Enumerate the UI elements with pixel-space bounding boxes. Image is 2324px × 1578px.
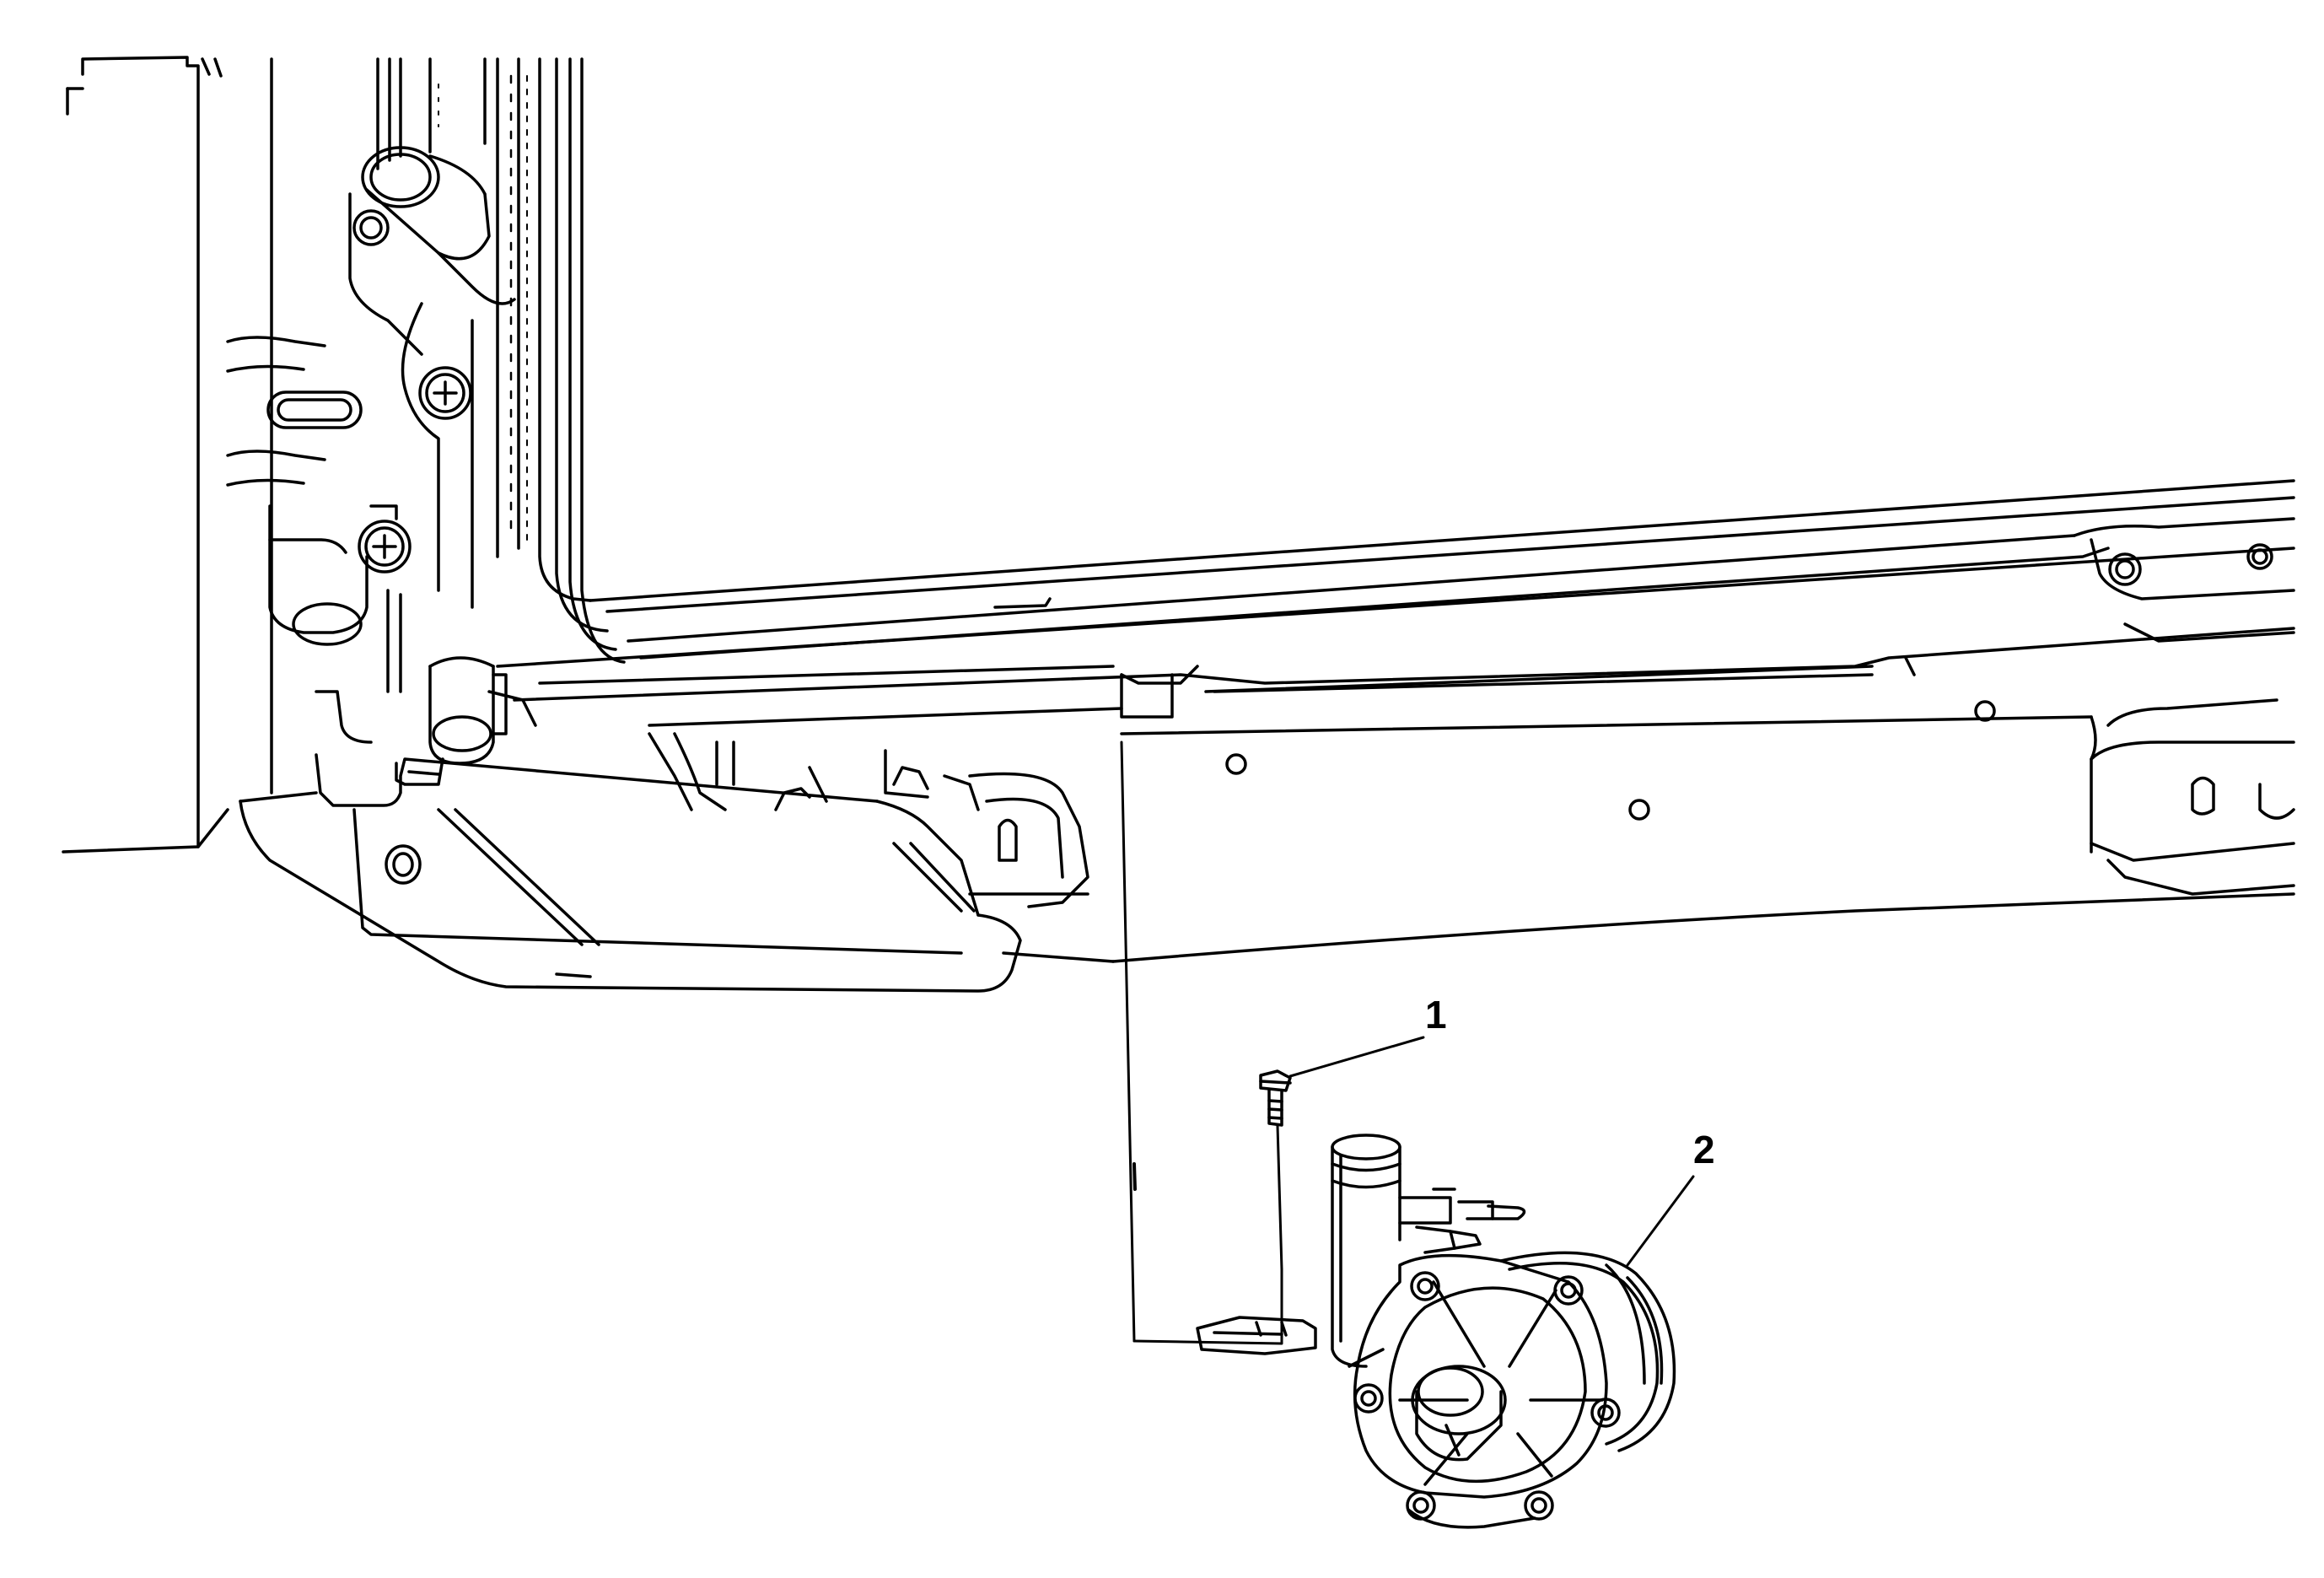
lower-hose-fitting <box>428 656 537 765</box>
lower-left-bracket <box>239 753 1022 993</box>
radiator-lower-tank <box>496 479 2295 719</box>
coolant-pump <box>1196 1134 1676 1529</box>
upper-hose-outlet <box>348 146 516 356</box>
assembly-alignment-lines <box>1120 741 1283 1345</box>
right-bracket <box>2090 698 2295 896</box>
radiator-side-tank <box>376 57 626 664</box>
callout-leaders <box>1288 1036 1695 1267</box>
callout-label-2: 2 <box>1693 1128 1715 1171</box>
slot-bracket <box>226 336 402 744</box>
pipe-fittings <box>648 732 1089 908</box>
side-panel <box>62 56 273 854</box>
front-support <box>648 700 2295 963</box>
mounting-bracket <box>358 302 474 609</box>
callout-label-1: 1 <box>1425 993 1447 1037</box>
bolt <box>1259 1069 1292 1127</box>
